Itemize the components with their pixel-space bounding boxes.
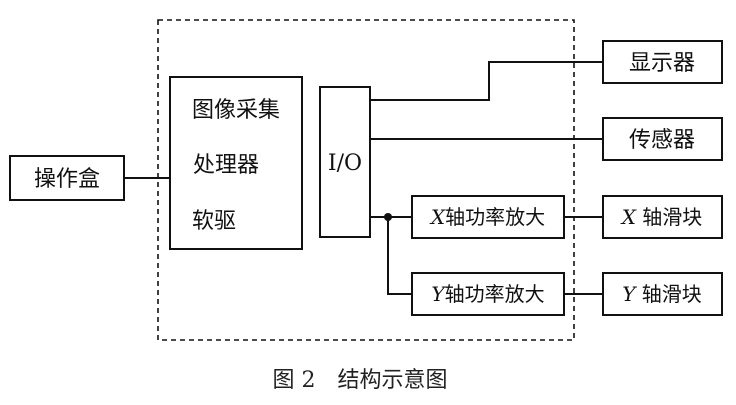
processor-label-line2: 处理器: [193, 153, 259, 178]
x-slider-node: [602, 195, 723, 239]
y-amplifier-node: [411, 272, 565, 316]
x-slider-letter: X: [620, 205, 637, 229]
processor-node: [169, 76, 303, 250]
y-slider-label: Y 轴滑块: [622, 282, 702, 306]
y-amplifier-label: Y轴功率放大: [431, 282, 544, 306]
x-amplifier-label: X轴功率放大: [429, 205, 545, 229]
display-node: [602, 40, 723, 84]
x-slider-label: X 轴滑块: [620, 205, 703, 229]
figure-caption: 图 2 结构示意图: [273, 368, 448, 393]
processor-label-line1: 图像采集: [192, 98, 280, 123]
x-slider-text: 轴滑块: [636, 205, 702, 229]
sensor-label: 传感器: [629, 128, 695, 153]
display-label: 显示器: [629, 51, 695, 76]
io-node: [319, 86, 371, 238]
io-label: I/O: [328, 151, 362, 176]
x-amplifier-node: [411, 195, 565, 239]
y-slider-text: 轴滑块: [635, 282, 701, 306]
connector-io-display: [370, 61, 603, 101]
x-amplifier-text: 轴功率放大: [445, 205, 545, 229]
x-amplifier-letter: X: [429, 205, 446, 229]
sensor-node: [602, 117, 723, 161]
connector-junction-yamp: [387, 217, 412, 295]
y-slider-letter: Y: [622, 282, 637, 306]
y-amplifier-letter: Y: [431, 282, 446, 306]
processor-label-line3: 软驱: [192, 209, 236, 234]
y-slider-node: [602, 272, 723, 316]
system-boundary: [157, 19, 575, 341]
control-box-node: [9, 155, 125, 201]
control-box-label: 操作盒: [34, 167, 100, 192]
y-amplifier-text: 轴功率放大: [445, 282, 545, 306]
